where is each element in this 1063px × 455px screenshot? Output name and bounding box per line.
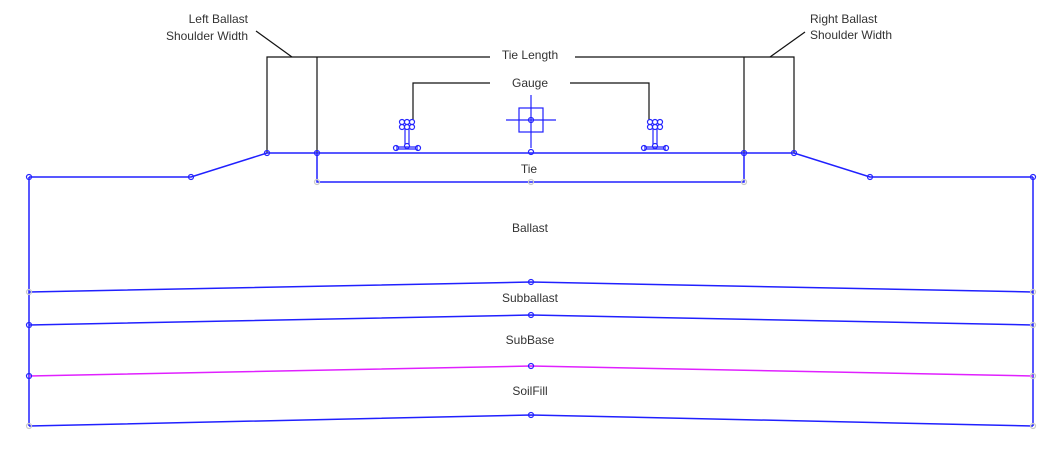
left-shoulder-label-line1: Left Ballast	[189, 12, 249, 26]
gauge-dimension[interactable]	[412, 82, 650, 120]
vertex-points[interactable]	[25, 148, 1037, 430]
ballast-layer[interactable]	[28, 152, 1034, 426]
right-shoulder-label-line2: Shoulder Width	[810, 28, 892, 42]
right-shoulder-label-line1: Right Ballast	[810, 12, 878, 26]
gauge-label: Gauge	[512, 76, 548, 90]
right-rail-icon[interactable]	[640, 118, 670, 152]
tie-length-dimension[interactable]	[316, 56, 745, 153]
left-shoulder-label-line2: Shoulder Width	[166, 29, 248, 43]
tie-label: Tie	[521, 162, 538, 176]
left-shoulder-dimension[interactable]	[255, 30, 317, 153]
right-shoulder-dimension[interactable]	[744, 31, 806, 153]
subballast-label: Subballast	[502, 291, 559, 305]
tie-shape[interactable]	[316, 153, 745, 183]
left-rail-icon[interactable]	[392, 118, 422, 152]
subbase-top-line[interactable]	[28, 314, 1034, 326]
subbase-label: SubBase	[506, 333, 555, 347]
soilfill-label: SoilFill	[512, 384, 547, 398]
soilfill-bottom-line[interactable]	[28, 414, 1034, 427]
subballast-top-line[interactable]	[28, 281, 1034, 293]
tie-length-label: Tie Length	[502, 48, 558, 62]
centerline-crosshair-icon[interactable]	[506, 95, 556, 148]
soilfill-top-line[interactable]	[28, 365, 1034, 377]
ballast-label: Ballast	[512, 221, 549, 235]
